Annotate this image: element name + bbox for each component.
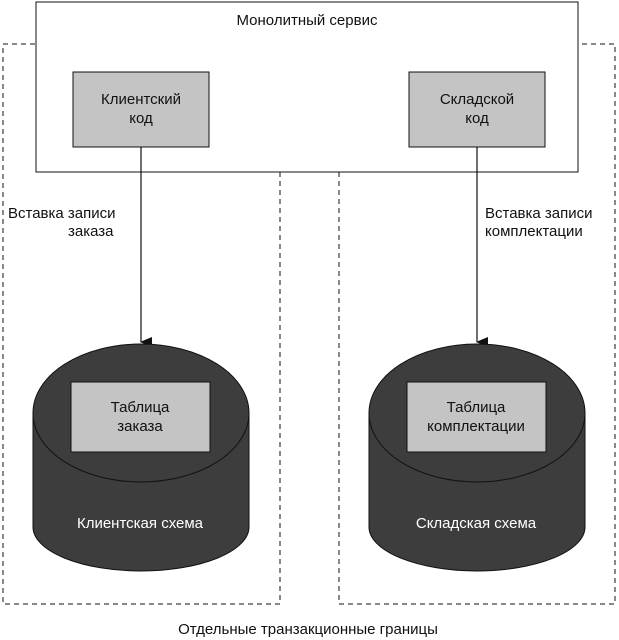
client-schema-database-icon: Таблица заказа Клиентская схема [32,343,250,572]
warehouse-arrow-label-line2: комплектации [485,223,583,240]
order-table-box [70,381,211,453]
picking-table-label-line1: Таблица [447,399,506,416]
picking-table-box [406,381,547,453]
warehouse-code-box: Складской код [408,71,546,148]
warehouse-code-label-line1: Складской [440,91,514,108]
transaction-boundaries-caption: Отдельные транзакционные границы [178,621,438,638]
warehouse-schema-database-icon: Таблица комплектации Складская схема [368,343,586,572]
client-schema-label: Клиентская схема [77,515,204,532]
monolith-title: Монолитный сервис [237,12,378,29]
client-arrow-label-line1: Вставка записи [8,205,116,222]
client-code-label-line1: Клиентский [101,91,181,108]
client-arrow-label-line2: заказа [68,223,114,240]
warehouse-schema-label: Складская схема [416,515,537,532]
picking-table-label-line2: комплектации [427,418,525,435]
warehouse-code-label-line2: код [465,110,489,127]
client-code-label-line2: код [129,110,153,127]
client-code-box: Клиентский код [72,71,210,148]
order-table-label-line2: заказа [117,418,163,435]
warehouse-arrow-label-line1: Вставка записи [485,205,593,222]
order-table-label-line1: Таблица [111,399,170,416]
